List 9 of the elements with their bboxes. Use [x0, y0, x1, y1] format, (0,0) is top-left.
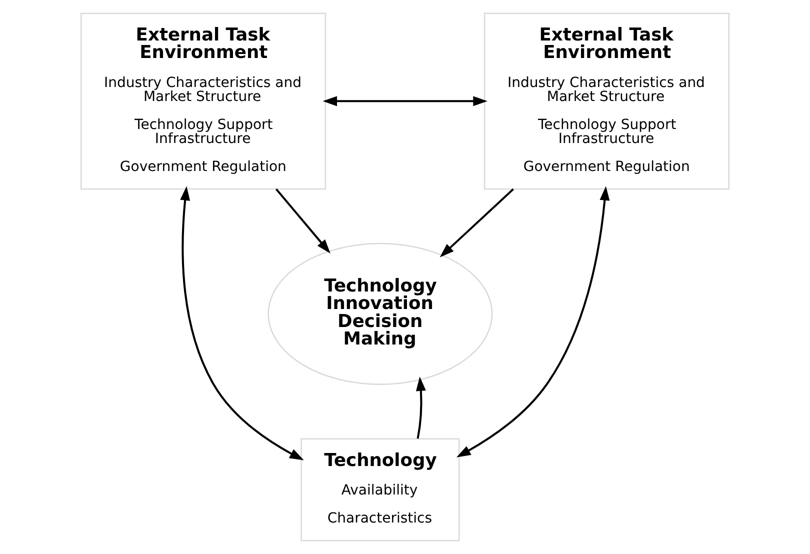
- arrow: [322, 96, 488, 106]
- node-box: Technology Availability Characteristics: [300, 438, 460, 542]
- arrow: [180, 186, 304, 460]
- arrow: [456, 186, 610, 458]
- node-box: External Task Environment Industry Characteristics and Market Structure Technology Support Infrastructure Government Regulation: [80, 12, 326, 190]
- node-box: External Task Environment Industry Characteristics and Market Structure Technology Support Infrastructure Government Regulation: [484, 12, 730, 190]
- arrow: [440, 188, 514, 258]
- arrow: [416, 376, 426, 439]
- arrow: [275, 188, 330, 254]
